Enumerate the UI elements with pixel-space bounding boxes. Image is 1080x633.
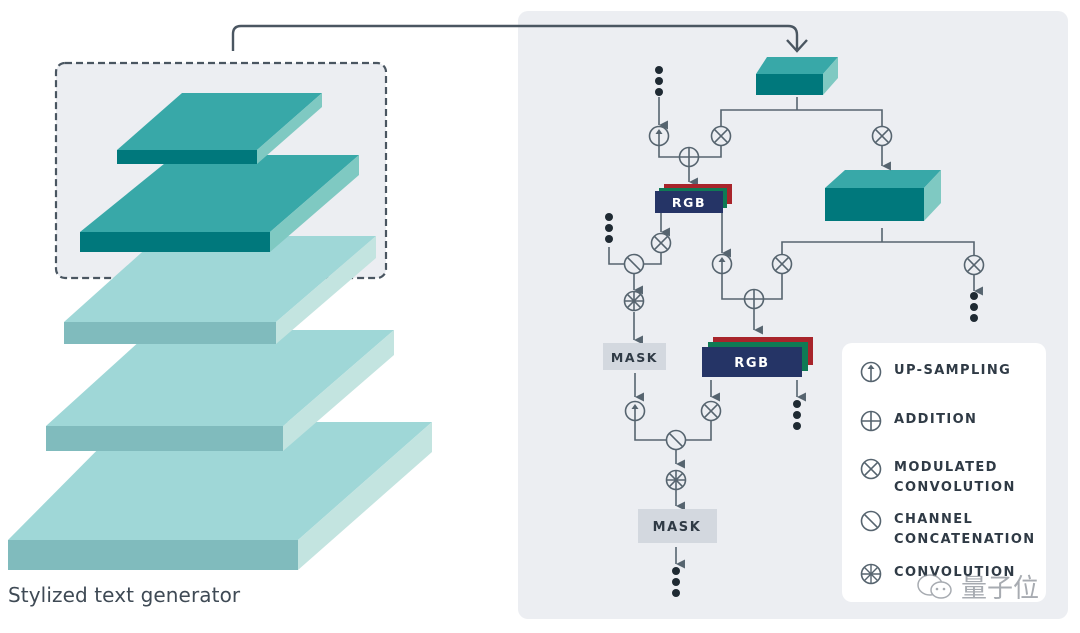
up-sampling-icon [860, 361, 882, 383]
rgb-block-2: RGB [702, 337, 813, 377]
convolution-icon [623, 290, 645, 312]
convolution-icon [665, 469, 687, 491]
layer-5 [8, 422, 432, 570]
modulated-convolution-icon [700, 400, 722, 422]
rgb-block-1: RGB [655, 184, 732, 213]
connector-arrow [231, 24, 799, 51]
feature-block-middle [825, 170, 941, 221]
ellipsis-dots-icon [605, 213, 613, 243]
mask-block-1: MASK [603, 343, 666, 370]
up-sampling-icon [711, 253, 733, 275]
modulated-convolution-icon [963, 254, 985, 276]
ellipsis-dots-icon [970, 292, 978, 322]
legend-item-channel-concatenation: CHANNEL CONCATENATION [860, 510, 1036, 550]
rgb-label-2: RGB [734, 356, 769, 371]
convolution-icon [860, 563, 882, 585]
feature-block-top [756, 57, 838, 95]
up-sampling-icon [624, 400, 646, 422]
mask-label-2: MASK [653, 520, 702, 535]
layer-2 [80, 155, 359, 252]
legend-item-addition: ADDITION [860, 410, 977, 432]
legend-label: ADDITION [894, 412, 978, 427]
wechat-icon [917, 573, 952, 599]
channel-concatenation-icon [623, 253, 645, 275]
layer-1 [117, 93, 322, 164]
legend-label: UP-SAMPLING [894, 363, 1012, 378]
modulated-convolution-icon [860, 458, 882, 480]
up-sampling-icon [648, 125, 670, 147]
layer-4 [46, 330, 394, 451]
modulated-convolution-icon [771, 253, 793, 275]
ellipsis-dots-icon [793, 400, 801, 430]
layer-3 [64, 236, 376, 344]
legend-label: MODULATED CONVOLUTION [894, 460, 1016, 495]
rgb-label-1: RGB [672, 195, 706, 210]
addition-icon [860, 410, 882, 432]
ellipsis-dots-icon [672, 567, 680, 597]
modulated-convolution-icon [871, 125, 893, 147]
addition-icon [678, 146, 700, 168]
legend-item-up-sampling: UP-SAMPLING [860, 361, 1011, 383]
connection-lines [608, 97, 983, 569]
legend-item-modulated-convolution: MODULATED CONVOLUTION [860, 458, 1016, 498]
addition-icon [743, 288, 765, 310]
connector-arrowhead [786, 39, 808, 53]
mask-label-1: MASK [611, 350, 658, 365]
modulated-convolution-icon [710, 125, 732, 147]
layer-stack [8, 93, 432, 570]
watermark: 量子位 [915, 568, 1039, 605]
channel-concatenation-icon [860, 510, 882, 532]
mask-block-2: MASK [638, 509, 717, 543]
channel-concatenation-icon [665, 429, 687, 451]
legend-label: CHANNEL CONCATENATION [894, 512, 1036, 547]
watermark-text: 量子位 [961, 574, 1040, 604]
ellipsis-dots-icon [655, 66, 663, 96]
diagram-caption: Stylized text generator [8, 583, 241, 607]
legend-panel: UP-SAMPLING ADDITION MODULATED CONVOLUTI… [842, 343, 1046, 602]
modulated-convolution-icon [650, 232, 672, 254]
